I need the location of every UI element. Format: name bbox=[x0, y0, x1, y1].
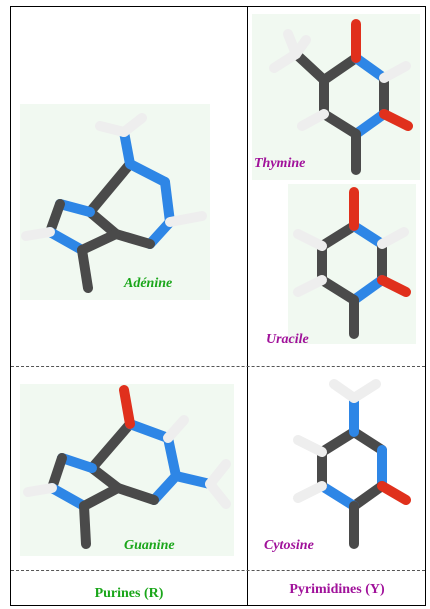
purines-heading: Purines (R) bbox=[94, 586, 164, 601]
cytosine-molecule bbox=[293, 379, 411, 549]
adenine-panel bbox=[20, 104, 210, 300]
guanine-molecule bbox=[23, 385, 231, 549]
cytosine-label: Cytosine bbox=[264, 538, 314, 553]
thymine-panel bbox=[252, 14, 420, 180]
uracile-label: Uracile bbox=[266, 332, 309, 347]
thymine-molecule bbox=[269, 19, 413, 175]
row-divider bbox=[11, 366, 425, 367]
adenine-label: Adénine bbox=[124, 276, 173, 291]
adenine-molecule bbox=[21, 113, 207, 293]
uracile-molecule bbox=[293, 187, 411, 339]
thymine-label: Thymine bbox=[254, 156, 306, 171]
pyrimidines-heading: Pyrimidines (Y) bbox=[289, 582, 385, 597]
footer-divider bbox=[11, 570, 425, 571]
guanine-label: Guanine bbox=[124, 538, 175, 553]
table-frame bbox=[10, 6, 426, 606]
column-divider bbox=[247, 6, 248, 606]
